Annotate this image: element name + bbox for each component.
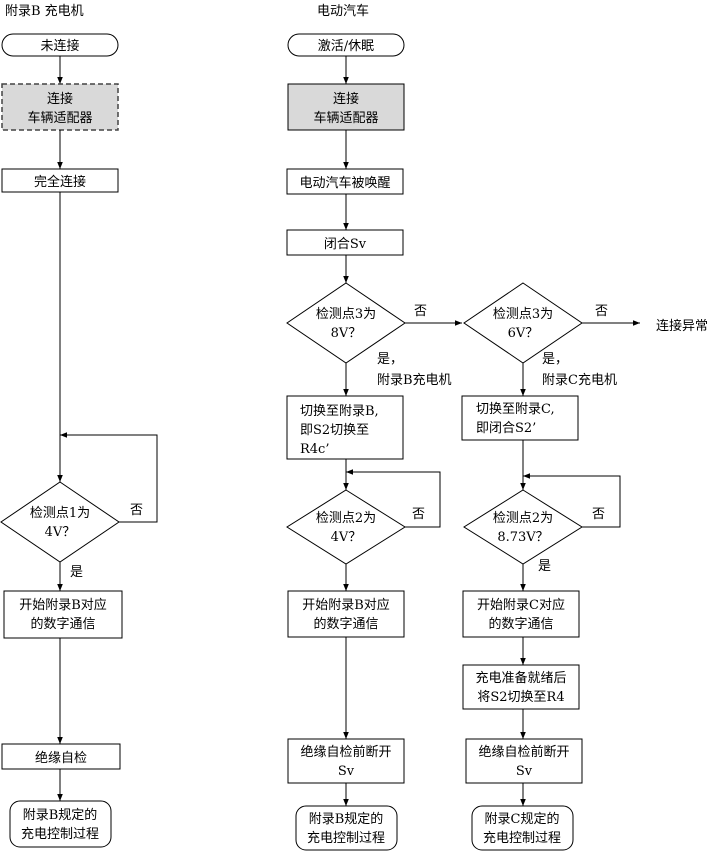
middle-insulation-line1: 绝缘自检前断开 — [300, 744, 391, 760]
right-ready-line1: 充电准备就绪后 — [475, 670, 566, 686]
right-check3-yes-2: 附录C充电机 — [542, 372, 617, 388]
left-check1-no: 否 — [130, 503, 143, 518]
right-switch-box — [461, 395, 579, 441]
right-check3-line2: 6V？ — [508, 326, 539, 341]
left-end-box — [9, 800, 112, 848]
middle-switch-line3: R4c’ — [300, 442, 329, 457]
middle-check2-no: 否 — [412, 507, 425, 522]
right-abnormal-label: 连接异常 — [656, 318, 708, 334]
middle-connect-line1: 连接 — [333, 91, 359, 107]
middle-check3-no: 否 — [414, 304, 427, 319]
middle-close-label: 闭合Sv — [324, 237, 367, 252]
right-switch-line2: 即闭合S2’ — [476, 421, 536, 436]
right-check2-diamond — [463, 489, 583, 565]
right-check3-diamond — [463, 282, 583, 364]
left-start-label: 未连接 — [40, 38, 79, 54]
right-check3-line1: 检测点3为 — [493, 307, 553, 322]
right-comm-line1: 开始附录C对应 — [477, 597, 565, 613]
right-end-box — [471, 805, 574, 851]
right-end-line1: 附录C规定的 — [485, 811, 560, 827]
middle-connect-line2: 车辆适配器 — [313, 110, 378, 126]
right-comm-line2: 的数字通信 — [488, 616, 553, 632]
middle-comm-line1: 开始附录B对应 — [302, 597, 390, 613]
middle-check3-yes-2: 附录B充电机 — [377, 372, 452, 388]
middle-check2-diamond — [286, 489, 406, 565]
right-check2-line1: 检测点2为 — [493, 511, 553, 526]
middle-comm-line2: 的数字通信 — [313, 616, 378, 632]
left-check1-diamond — [0, 481, 120, 563]
middle-check3-diamond — [286, 282, 406, 364]
right-ready-box — [462, 664, 580, 710]
middle-end-line2: 充电控制过程 — [307, 830, 385, 846]
middle-check3-line2: 8V？ — [331, 326, 362, 341]
right-check2-loop — [523, 473, 621, 528]
left-check1-line1: 检测点1为 — [30, 506, 90, 521]
left-connect-box — [1, 83, 119, 131]
left-comm-line1: 开始附录B对应 — [19, 597, 107, 613]
right-check2-yes: 是 — [538, 559, 551, 574]
left-check1-line2: 4V？ — [45, 525, 76, 540]
left-check1-yes: 是 — [70, 565, 83, 580]
right-check2-line2: 8.73V？ — [497, 530, 548, 545]
left-insulation-label: 绝缘自检 — [35, 750, 87, 766]
right-insulation-line2: Sv — [516, 764, 533, 779]
middle-switch-line2: 即S2切换至 — [300, 423, 369, 438]
middle-check3-line1: 检测点3为 — [316, 307, 376, 322]
left-full-label: 完全连接 — [34, 174, 86, 190]
left-insulation-box — [1, 743, 121, 770]
middle-check3-yes-1: 是， — [377, 352, 403, 367]
left-end-line2: 充电控制过程 — [21, 826, 99, 842]
left-end-line1: 附录B规定的 — [23, 807, 98, 823]
middle-connect-box — [287, 83, 405, 131]
middle-close-box — [286, 229, 404, 256]
middle-check2-line1: 检测点2为 — [316, 511, 376, 526]
middle-insulation-line2: Sv — [338, 764, 355, 779]
right-check3-no: 否 — [595, 304, 608, 319]
middle-end-line1: 附录B规定的 — [309, 811, 384, 827]
right-insulation-box — [465, 738, 583, 784]
middle-start-label: 激活/休眠 — [318, 39, 374, 54]
middle-end-box — [295, 805, 398, 851]
middle-comm-box — [287, 590, 405, 638]
middle-header: 电动汽车 — [317, 3, 369, 19]
left-connect-line2: 车辆适配器 — [27, 110, 92, 126]
right-check3-yes-1: 是， — [542, 352, 568, 367]
right-end-line2: 充电控制过程 — [483, 830, 561, 846]
middle-insulation-box — [287, 738, 405, 784]
middle-check2-loop — [346, 469, 441, 528]
middle-wake-label: 电动汽车被唤醒 — [299, 175, 390, 191]
right-check2-no: 否 — [592, 507, 605, 522]
middle-check2-line2: 4V？ — [331, 530, 362, 545]
left-connect-line1: 连接 — [47, 91, 73, 107]
left-comm-line2: 的数字通信 — [30, 616, 95, 632]
right-insulation-line1: 绝缘自检前断开 — [478, 744, 569, 760]
right-comm-box — [462, 590, 580, 638]
middle-switch-box — [286, 395, 404, 460]
middle-switch-line1: 切换至附录B, — [300, 404, 379, 419]
left-comm-box — [3, 590, 123, 639]
right-switch-line1: 切换至附录C, — [476, 402, 555, 417]
middle-wake-box — [286, 168, 404, 195]
right-ready-line2: 将S2切换至R4 — [477, 690, 564, 705]
left-check1-loop — [60, 432, 158, 523]
left-header: 附录B 充电机 — [5, 3, 84, 19]
